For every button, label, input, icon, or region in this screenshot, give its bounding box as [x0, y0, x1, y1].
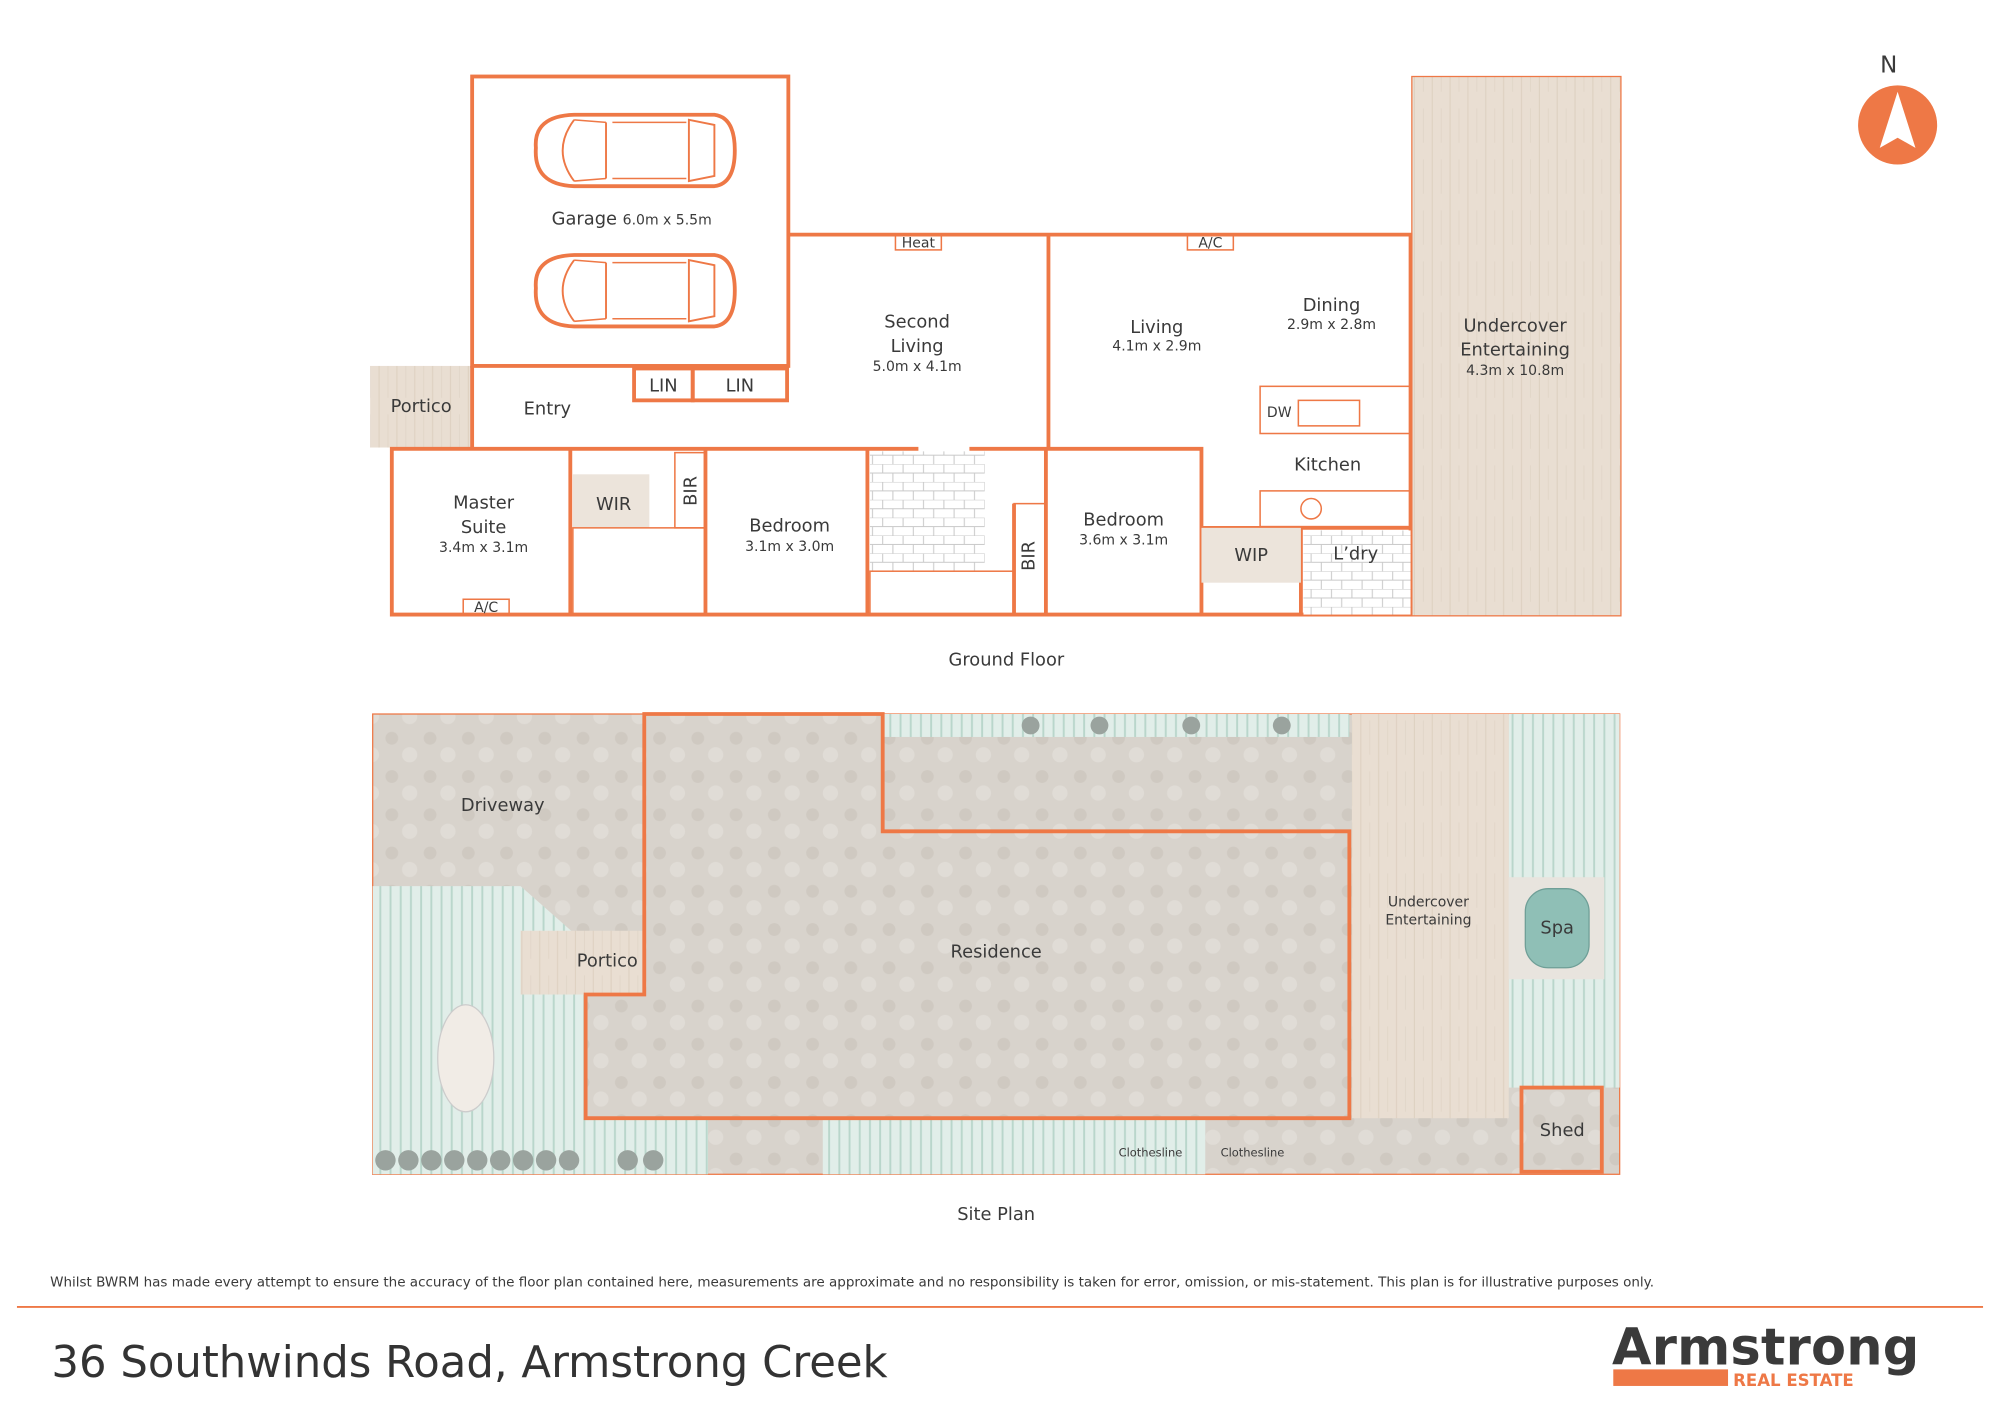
garage-label: Garage [552, 208, 617, 229]
kitchen-bench [1259, 385, 1412, 435]
portico-label: Portico [391, 396, 452, 417]
living-label: Living [1130, 317, 1183, 338]
armstrong-logo: Armstrong REAL ESTATE [1612, 1318, 1919, 1390]
undercover-label: Undercover [1463, 316, 1567, 337]
portico-area [370, 365, 473, 448]
garage-size: 6.0m x 5.5m [623, 212, 712, 228]
spa-label: Spa [1540, 917, 1574, 938]
sink-icon [1297, 399, 1361, 427]
bedroom-size: 3.1m x 3.0m [745, 539, 834, 555]
site-plan-title: Site Plan [957, 1204, 1035, 1225]
ground-floor-plan: Heat A/C A/C Garage 6.0m x 5.5m Portico … [370, 74, 1622, 671]
linen-label: LIN [649, 375, 678, 396]
dishwasher-label: DW [1267, 405, 1292, 421]
cooktop-icon [1300, 497, 1323, 520]
car-icon [533, 253, 737, 329]
wip-area [1201, 527, 1301, 583]
residence-label: Residence [951, 942, 1042, 963]
second-living-size: 5.0m x 4.1m [873, 359, 962, 375]
north-label: N [1880, 53, 1897, 79]
bedroom-label: Bedroom [1083, 509, 1164, 530]
second-living-label: Living [891, 336, 944, 357]
garden-bed [437, 1004, 495, 1113]
ac-tag: A/C [474, 600, 498, 616]
shed [1519, 1085, 1604, 1174]
undercover-site-label: Undercover [1388, 895, 1469, 911]
master-suite-size: 3.4m x 3.1m [439, 540, 528, 556]
heat-tag: Heat [902, 235, 936, 251]
garage-room [470, 74, 791, 368]
undercover-entertaining-area [1411, 75, 1622, 617]
linen-label: LIN [726, 375, 755, 396]
svg-text:Armstrong: Armstrong [1612, 1318, 1918, 1377]
living-size: 4.1m x 2.9m [1112, 339, 1201, 355]
clothesline-label: Clothesline [1221, 1145, 1285, 1159]
shrubs [375, 716, 1291, 1171]
dining-size: 2.9m x 2.8m [1287, 317, 1376, 333]
bedroom-size: 3.6m x 3.1m [1079, 532, 1168, 548]
disclaimer: Whilst BWRM has made every attempt to en… [50, 1274, 1654, 1290]
bir-label: BIR [1018, 541, 1039, 571]
laundry-label: L’dry [1333, 544, 1378, 565]
svg-text:REAL ESTATE: REAL ESTATE [1733, 1371, 1854, 1390]
driveway-label: Driveway [461, 795, 545, 816]
ac-tag: A/C [1198, 235, 1222, 251]
portico-site-area [520, 930, 645, 995]
wir-label: WIR [596, 494, 631, 515]
north-arrow: N [1858, 53, 1938, 165]
car-icon [533, 112, 737, 189]
master-suite-label: Master [453, 493, 515, 514]
wip-label: WIP [1234, 545, 1268, 566]
entry-label: Entry [524, 398, 572, 419]
ground-floor-title: Ground Floor [949, 650, 1065, 671]
residence-footprint [583, 712, 1352, 1121]
undercover-site-area [1351, 714, 1509, 1119]
kitchen-label: Kitchen [1294, 454, 1361, 475]
portico-site-label: Portico [577, 950, 638, 971]
bir-label: BIR [681, 476, 702, 506]
bedroom-label: Bedroom [749, 516, 830, 537]
master-suite-label: Suite [461, 517, 507, 538]
site-plan: Driveway Residence Portico Undercover En… [372, 712, 1621, 1225]
property-address: 36 Southwinds Road, Armstrong Creek [51, 1338, 887, 1388]
clothesline-label: Clothesline [1119, 1145, 1183, 1159]
wir-area [572, 474, 650, 528]
undercover-label: Entertaining [1460, 340, 1570, 361]
undercover-size: 4.3m x 10.8m [1466, 363, 1564, 379]
second-living-label: Second [884, 312, 950, 333]
dining-label: Dining [1303, 295, 1361, 316]
spa [1524, 888, 1590, 969]
undercover-site-label: Entertaining [1385, 912, 1471, 928]
shed-label: Shed [1540, 1120, 1585, 1141]
